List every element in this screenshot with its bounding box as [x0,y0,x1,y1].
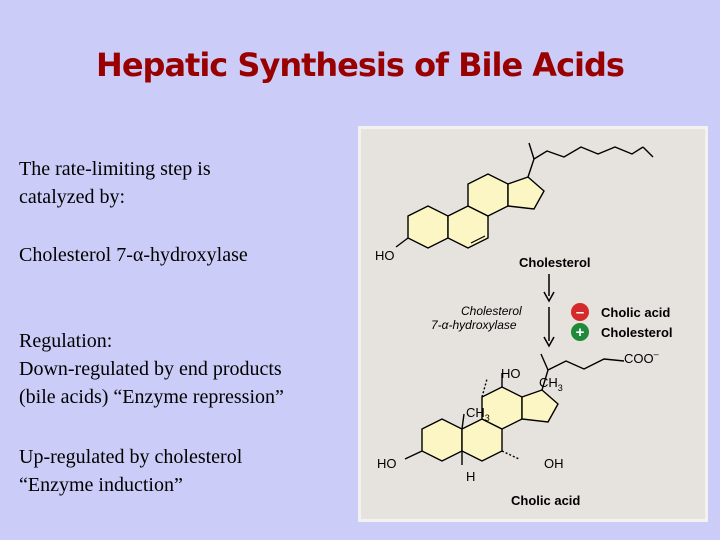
hydroxyl-c7-label: OH [544,456,564,471]
enzyme-name: Cholesterol 7-α-hydroxylase [19,244,248,266]
side-chain [527,146,644,178]
pathway-svg: HO Cholesterol Cholesterol 7-α-hydroxyla… [375,142,673,508]
text-line: The rate-limiting step is [19,158,211,180]
enzyme-label-line2: 7-α-hydroxylase [431,318,517,332]
inhibitor-label: Cholic acid [601,305,670,320]
hydroxyl-c3-label: HO [377,456,397,471]
ring-a2 [421,418,463,462]
c3-oh-bond [404,450,423,460]
c12-oh-bond [481,378,488,398]
cholic-acid-label: Cholic acid [511,493,580,508]
arrow-2-head [543,336,555,348]
slide-title: Hepatic Synthesis of Bile Acids [96,46,625,84]
activator-label: Cholesterol [601,325,673,340]
arrow-1-head [543,291,555,303]
regulation-text: Regulation: Down-regulated by end produc… [19,327,284,411]
bile-acid-pathway-diagram: HO Cholesterol Cholesterol 7-α-hydroxyla… [358,126,708,522]
hydrogen-label: H [466,469,475,484]
ring-a [407,205,449,249]
c7-oh-bond [501,450,520,460]
rate-limiting-text: The rate-limiting step is catalyzed by: [19,155,211,211]
text-line: Regulation: [19,330,113,352]
methyl-upper-label: CH3 [539,375,563,393]
enzyme-label-line1: Cholesterol [461,304,522,318]
carboxylate-label: COO– [624,349,659,366]
cholic-side-chain [541,358,625,391]
ring-d [507,176,545,210]
cholesterol-structure [395,142,654,249]
text-line: catalyzed by: [19,186,126,208]
hydroxyl-top-label: HO [375,248,395,263]
text-line: “Enzyme induction” [19,474,183,496]
ring-c [467,173,509,217]
double-bond [470,235,486,244]
inhibitor-sign: – [576,304,584,321]
text-line: Up-regulated by cholesterol [19,446,243,468]
c19-bond [461,413,465,430]
inhibitor-icon [571,303,589,321]
activator-sign: + [576,324,585,341]
side-chain-methyl [528,142,535,160]
activator-icon [571,323,589,341]
enzyme-name-text: Cholesterol 7-α-hydroxylase [19,241,248,269]
hydroxyl-c12-label: HO [501,366,521,381]
text-line: Down-regulated by end products [19,358,282,380]
side-chain-branch [642,146,654,158]
ring-d2 [521,389,559,423]
cholesterol-label: Cholesterol [519,255,591,270]
methyl-lower-label: CH3 [466,405,490,423]
hydroxyl-bond [395,237,409,248]
cholic-acid-structure [404,353,625,465]
upregulation-text: Up-regulated by cholesterol “Enzyme indu… [19,443,242,499]
cholic-side-methyl [540,353,549,371]
text-line: (bile acids) “Enzyme repression” [19,386,284,408]
